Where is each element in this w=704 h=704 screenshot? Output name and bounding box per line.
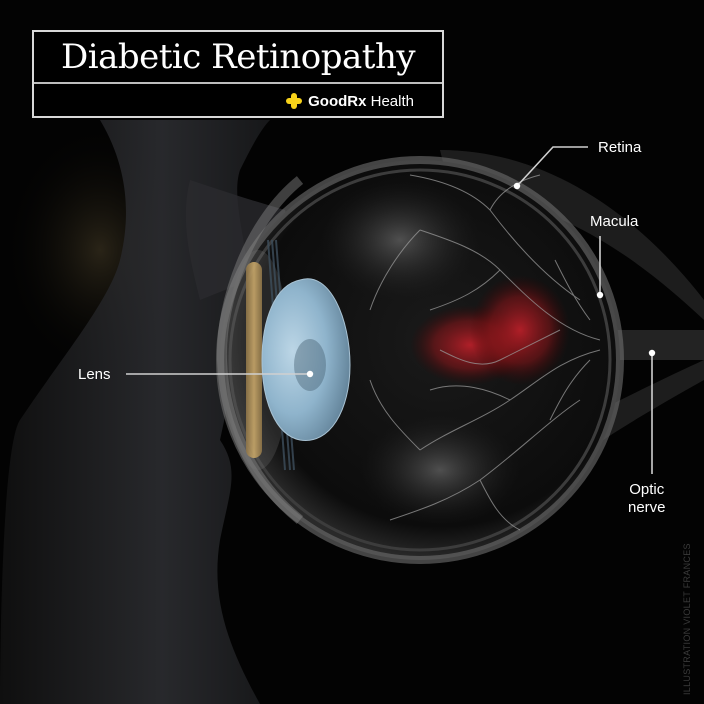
retina-pointer-dot xyxy=(513,182,521,190)
brand-name: GoodRx Health xyxy=(308,92,414,110)
optic-nerve-pointer-dot xyxy=(648,349,656,357)
optic-nerve-label-line1: Optic xyxy=(629,481,665,498)
retina-label: Retina xyxy=(598,139,642,156)
leader-lines xyxy=(126,146,653,474)
lens-label: Lens xyxy=(78,366,111,383)
illustration-credit: ILLUSTRATION VIOLET FRANCES xyxy=(682,543,692,695)
macula-pointer-dot xyxy=(596,291,604,299)
lens-pointer-dot xyxy=(306,370,314,378)
title-row: Diabetic Retinopathy xyxy=(34,32,442,84)
title-card: Diabetic Retinopathy GoodRx Health xyxy=(32,30,444,118)
brand-row: GoodRx Health xyxy=(34,84,442,118)
optic-nerve-label: Optic nerve xyxy=(628,481,666,517)
macula-label: Macula xyxy=(590,213,639,230)
plus-cross-icon xyxy=(286,93,303,109)
page-title: Diabetic Retinopathy xyxy=(60,37,416,77)
optic-nerve-label-line2: nerve xyxy=(628,499,666,516)
